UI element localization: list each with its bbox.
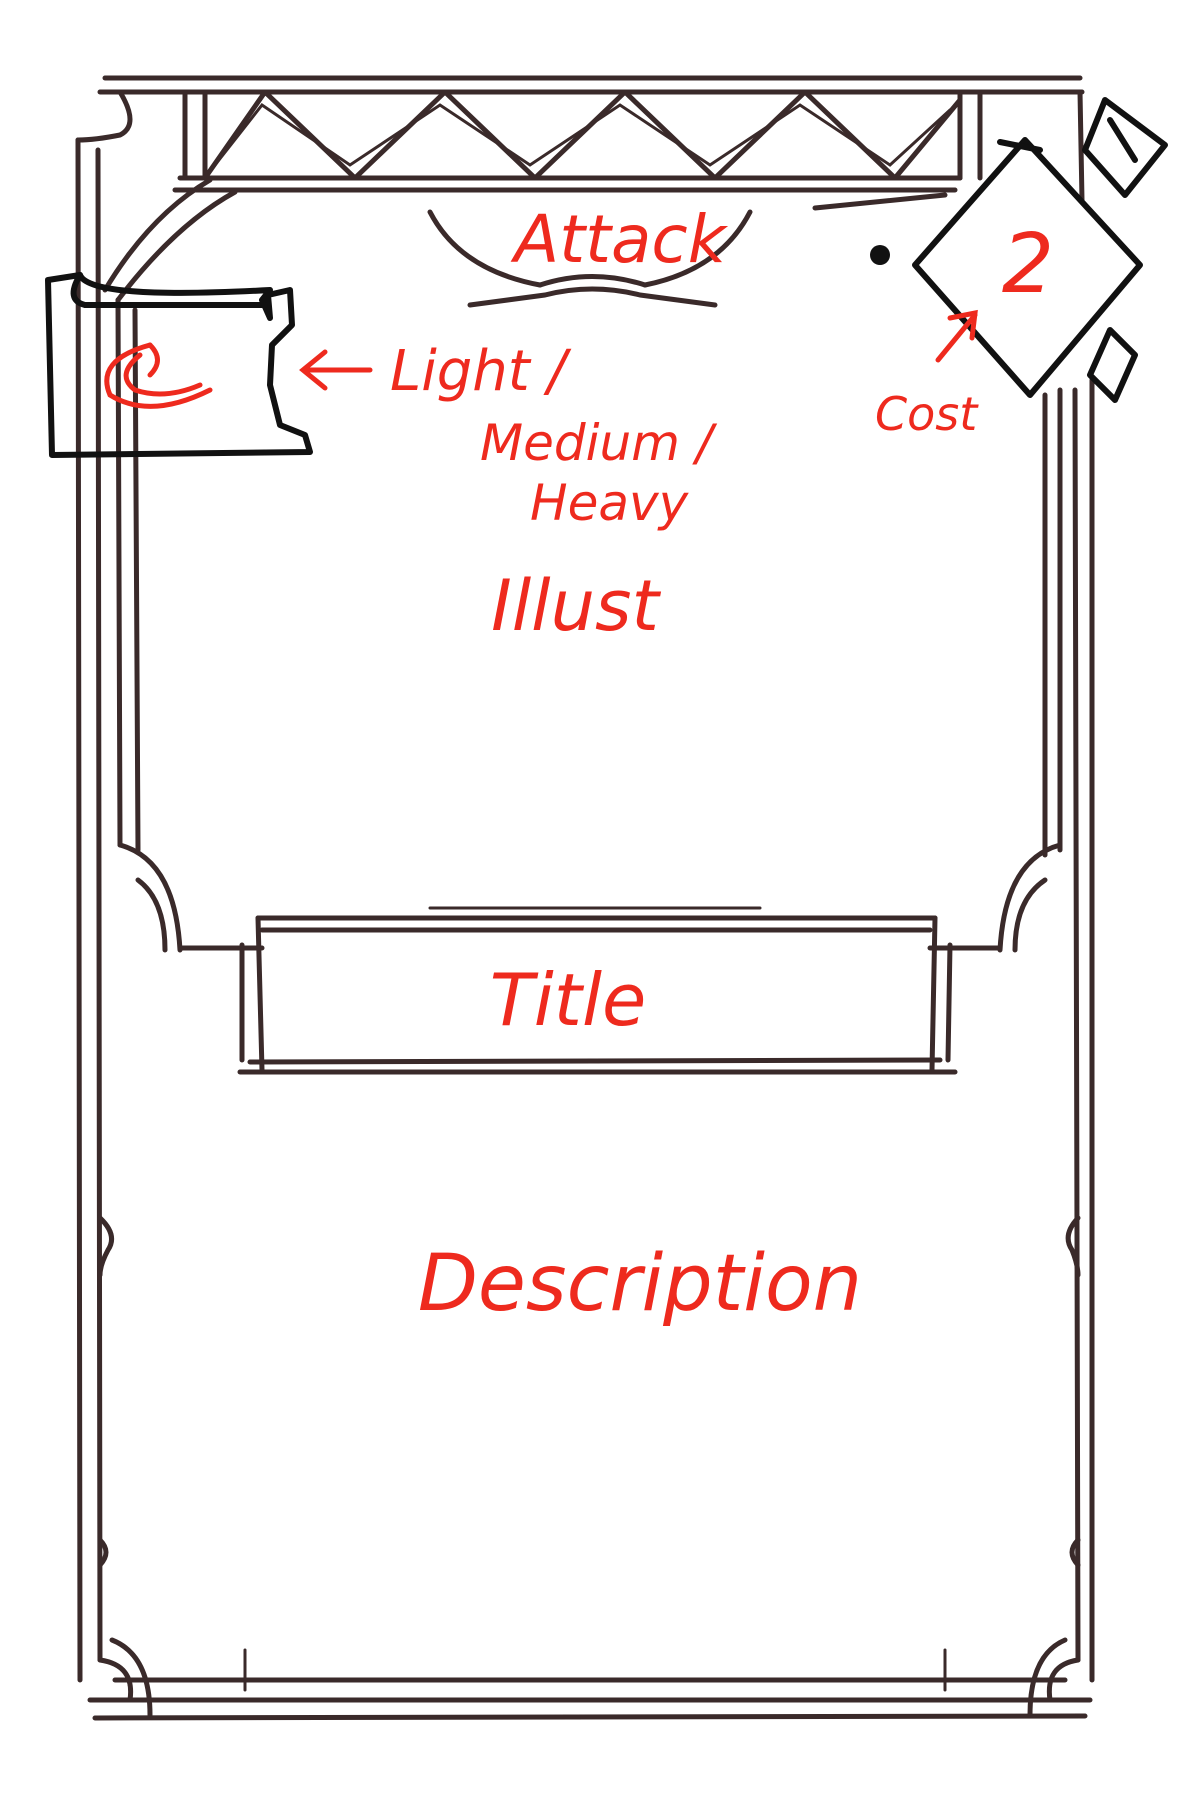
weight-arrow-icon: [299, 349, 373, 391]
title-label: Title: [490, 958, 647, 1042]
weight-annotation-line3: Heavy: [530, 474, 690, 532]
illustration-label: Illust: [491, 565, 661, 647]
weight-banner: [45, 272, 313, 458]
weight-annotation-line2: Medium /: [480, 414, 718, 472]
outer-frame: [75, 89, 1095, 1721]
cost-value: 2: [1002, 217, 1054, 312]
diamond-gem-icon: [870, 97, 1168, 403]
illustration-frame: [102, 177, 1063, 953]
cost-arrow-icon: [935, 309, 978, 363]
crescent-moon-icon: [104, 342, 213, 409]
description-label: Description: [418, 1239, 862, 1329]
title-banner: [237, 906, 958, 1075]
weight-annotation-line1: Light /: [390, 339, 572, 404]
top-truss: [97, 75, 1085, 193]
cost-annotation: Cost: [875, 387, 979, 441]
card-type-label: Attack: [510, 201, 729, 278]
